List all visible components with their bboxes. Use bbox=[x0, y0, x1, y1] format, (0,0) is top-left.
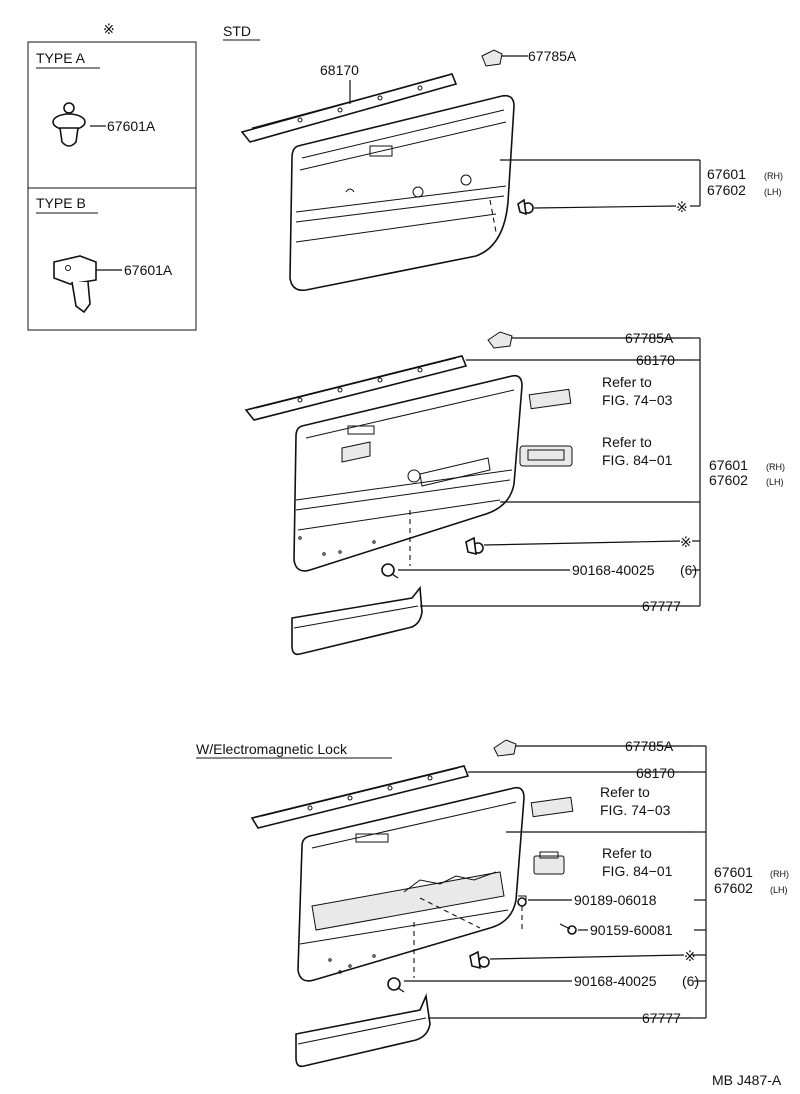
cap-67785a-mid bbox=[487, 331, 513, 349]
qty-40025-elock: (6) bbox=[682, 973, 699, 989]
weatherstrip-68170 bbox=[240, 73, 458, 143]
fig-74-mid: FIG. 74−03 bbox=[602, 392, 673, 408]
elock-heading: W/Electromagnetic Lock bbox=[196, 741, 348, 757]
type-a-label: TYPE A bbox=[36, 50, 86, 66]
clip-mid bbox=[465, 536, 484, 556]
label-67602-elock: 67602 bbox=[714, 880, 753, 896]
leader-clip-elock bbox=[489, 954, 685, 960]
label-67602-std: 67602 bbox=[707, 182, 746, 198]
dash-nut-elock bbox=[419, 897, 481, 929]
pocket-67777-elock bbox=[295, 993, 431, 1068]
weatherstrip-68170-mid bbox=[244, 355, 468, 421]
lock-switch-elock bbox=[533, 851, 565, 875]
label-rh-mid: (RH) bbox=[766, 462, 785, 472]
refer-to-74-elock: Refer to bbox=[600, 784, 650, 800]
label-68170-std: 68170 bbox=[320, 62, 359, 78]
cap-67785a-elock bbox=[493, 739, 517, 757]
switch-bezel-mid bbox=[528, 388, 572, 410]
label-lh-elock: (LH) bbox=[770, 885, 788, 895]
screw-40025-elock bbox=[387, 977, 405, 993]
label-68170-mid: 68170 bbox=[636, 352, 675, 368]
nut-06018-elock bbox=[517, 895, 527, 907]
label-67777-elock: 67777 bbox=[642, 1010, 681, 1026]
section-power: 67785A 68170 Refer to FIG. 74−03 Refer t… bbox=[244, 330, 785, 656]
label-60081-elock: 90159-60081 bbox=[590, 922, 673, 938]
screw-60081-elock bbox=[559, 923, 577, 935]
label-67785a-std: 67785A bbox=[528, 48, 577, 64]
leader-clip-mid bbox=[483, 540, 681, 546]
reference-mark-mid: ※ bbox=[680, 534, 692, 550]
door-trim-panel-mid bbox=[293, 374, 523, 572]
clip-std bbox=[517, 198, 534, 216]
type-a-clip-icon bbox=[52, 102, 86, 147]
label-67785a-mid: 67785A bbox=[625, 330, 674, 346]
switch-bezel-elock bbox=[530, 796, 574, 818]
label-lh-mid: (LH) bbox=[766, 477, 784, 487]
reference-mark-std: ※ bbox=[676, 199, 688, 215]
label-67785a-elock: 67785A bbox=[625, 738, 674, 754]
clip-elock bbox=[469, 950, 490, 970]
type-b-clip-icon bbox=[53, 255, 97, 314]
std-heading: STD bbox=[223, 23, 251, 39]
label-68170-elock: 68170 bbox=[636, 765, 675, 781]
door-trim-panel-std bbox=[289, 94, 515, 292]
label-06018-elock: 90189-06018 bbox=[574, 892, 657, 908]
drawing-code: MB J487-A bbox=[712, 1072, 782, 1088]
label-rh-std: (RH) bbox=[764, 171, 783, 181]
label-67601-mid: 67601 bbox=[709, 457, 748, 473]
section-electromagnetic-lock: W/Electromagnetic Lock 67785A 68170 Refe… bbox=[196, 738, 789, 1068]
label-67601-elock: 67601 bbox=[714, 864, 753, 880]
reference-mark-elock: ※ bbox=[684, 948, 696, 964]
label-67602-mid: 67602 bbox=[709, 472, 748, 488]
label-lh-std: (LH) bbox=[764, 187, 782, 197]
refer-to-84-elock: Refer to bbox=[602, 845, 652, 861]
refer-to-74-mid: Refer to bbox=[602, 374, 652, 390]
fig-84-mid: FIG. 84−01 bbox=[602, 452, 673, 468]
section-std: STD 68170 67785A bbox=[223, 23, 783, 292]
inset-reference-mark: ※ bbox=[103, 21, 115, 37]
leader-clip-std bbox=[533, 205, 677, 209]
inset-frame bbox=[27, 41, 197, 331]
pocket-67777-mid bbox=[291, 585, 423, 656]
type-a-part-number: 67601A bbox=[107, 118, 156, 134]
door-trim-panel-elock bbox=[297, 786, 525, 982]
clip-type-inset: ※ TYPE A 67601A TYPE B 67601A bbox=[27, 21, 197, 331]
label-rh-elock: (RH) bbox=[770, 869, 789, 879]
cap-67785a-std bbox=[481, 49, 503, 67]
fig-84-elock: FIG. 84−01 bbox=[602, 863, 673, 879]
label-40025-mid: 90168-40025 bbox=[572, 562, 655, 578]
type-b-part-number: 67601A bbox=[124, 262, 173, 278]
window-switch-mid bbox=[519, 445, 573, 467]
dash-std bbox=[489, 199, 497, 233]
label-67777-mid: 67777 bbox=[642, 598, 681, 614]
label-40025-elock: 90168-40025 bbox=[574, 973, 657, 989]
label-67601-std: 67601 bbox=[707, 166, 746, 182]
refer-to-84-mid: Refer to bbox=[602, 434, 652, 450]
screw-40025-mid bbox=[381, 563, 399, 579]
fig-74-elock: FIG. 74−03 bbox=[600, 802, 671, 818]
type-b-label: TYPE B bbox=[36, 195, 86, 211]
weatherstrip-68170-elock bbox=[250, 765, 470, 829]
qty-40025-mid: (6) bbox=[680, 562, 697, 578]
